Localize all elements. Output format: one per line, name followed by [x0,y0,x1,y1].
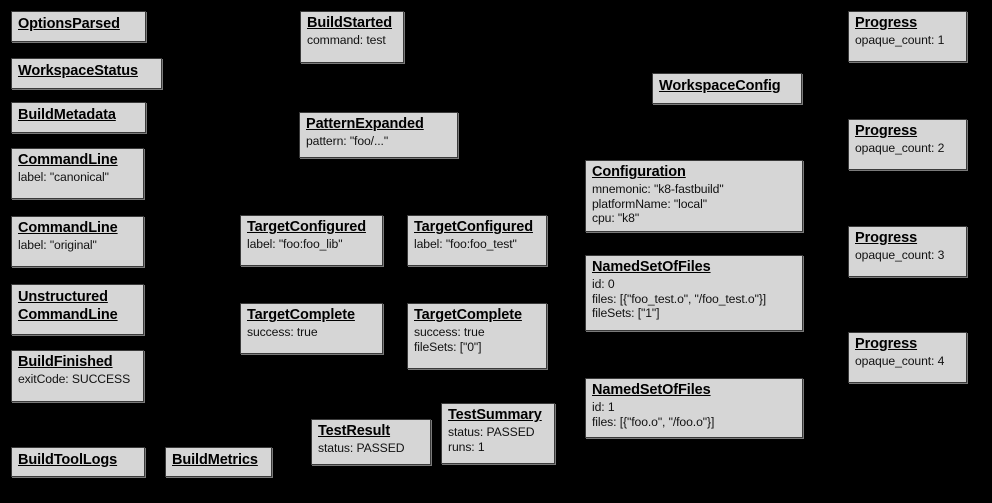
node-workspace-status[interactable]: WorkspaceStatus [11,58,162,89]
node-workspace-config[interactable]: WorkspaceConfig [652,73,802,104]
node-field: mnemonic: "k8-fastbuild" [592,182,724,196]
node-field: fileSets: ["0"] [414,339,482,354]
node-target-complete-lib[interactable]: TargetComplete success: true [240,303,383,354]
node-fields: opaque_count: 1 [855,33,960,48]
node-field: label: "foo:foo_test" [414,237,517,251]
node-title: Progress [855,123,918,139]
node-title: TargetComplete [247,307,355,323]
node-fields: label: "original" [18,238,137,253]
node-field: runs: 1 [448,439,485,454]
node-title: Configuration [592,164,686,180]
node-title: NamedSetOfFiles [592,382,711,398]
node-field: files: [{"foo.o", "/foo.o"}] [592,414,715,429]
node-title: CommandLine [18,220,118,236]
node-fields: pattern: "foo/..." [306,134,451,149]
node-fields: opaque_count: 3 [855,248,960,263]
node-fields: success: true [247,325,376,340]
node-title: TestSummary [448,407,542,423]
node-title: Progress [855,15,918,31]
node-command-line-canonical[interactable]: CommandLine label: "canonical" [11,148,144,199]
node-unstructured-command-line[interactable]: Unstructured CommandLine [11,284,144,335]
node-fields: label: "canonical" [18,170,137,185]
node-field: opaque_count: 2 [855,141,945,155]
node-fields: label: "foo:foo_lib" [247,237,376,252]
node-field: platformName: "local" [592,196,707,211]
node-title: Progress [855,336,918,352]
node-field: id: 1 [592,400,615,414]
node-title: BuildStarted [307,15,393,31]
node-field: cpu: "k8" [592,211,640,225]
node-title: NamedSetOfFiles [592,259,711,275]
node-field: opaque_count: 4 [855,354,945,368]
node-fields: label: "foo:foo_test" [414,237,540,252]
node-fields: exitCode: SUCCESS [18,372,137,387]
node-target-configured-foo-lib[interactable]: TargetConfigured label: "foo:foo_lib" [240,215,383,266]
node-field: opaque_count: 3 [855,248,945,262]
node-test-result[interactable]: TestResult status: PASSED [311,419,431,465]
node-field: exitCode: SUCCESS [18,372,131,386]
node-field: status: PASSED [318,441,405,455]
node-title: BuildToolLogs [18,452,118,468]
node-progress-1[interactable]: Progress opaque_count: 1 [848,11,967,62]
node-title: BuildMetrics [172,452,258,468]
node-fields: opaque_count: 4 [855,354,960,369]
node-title: WorkspaceStatus [18,63,138,79]
node-build-metadata[interactable]: BuildMetadata [11,102,146,133]
node-field: label: "original" [18,238,97,252]
node-title: PatternExpanded [306,116,424,132]
node-title: WorkspaceConfig [659,78,781,94]
node-title: CommandLine [18,152,118,168]
node-field: label: "canonical" [18,170,109,184]
node-field: opaque_count: 1 [855,33,945,47]
node-field: status: PASSED [448,425,535,439]
node-configuration[interactable]: Configuration mnemonic: "k8-fastbuild"pla… [585,160,803,232]
node-field: files: [{"foo_test.o", "/foo_test.o"}] [592,291,767,306]
node-title: Progress [855,230,918,246]
node-title: TestResult [318,423,391,439]
node-title: TargetComplete [414,307,522,323]
node-field: command: test [307,33,386,47]
node-pattern-expanded[interactable]: PatternExpanded pattern: "foo/..." [299,112,458,158]
node-build-finished[interactable]: BuildFinished exitCode: SUCCESS [11,350,144,402]
node-title: Unstructured CommandLine [18,289,118,323]
node-target-configured-foo-test[interactable]: TargetConfigured label: "foo:foo_test" [407,215,547,266]
node-fields: command: test [307,33,397,48]
node-options-parsed[interactable]: OptionsParsed [11,11,146,42]
node-fields: status: PASSED [318,441,424,456]
node-progress-2[interactable]: Progress opaque_count: 2 [848,119,967,170]
node-command-line-original[interactable]: CommandLine label: "original" [11,216,144,267]
node-title: OptionsParsed [18,16,120,32]
node-build-started[interactable]: BuildStarted command: test [300,11,404,63]
node-field: success: true [247,325,318,339]
node-title: TargetConfigured [414,219,533,235]
node-field: id: 0 [592,277,615,291]
node-field: label: "foo:foo_lib" [247,237,343,251]
node-progress-3[interactable]: Progress opaque_count: 3 [848,226,967,277]
node-build-metrics[interactable]: BuildMetrics [165,447,272,477]
node-fields: opaque_count: 2 [855,141,960,156]
node-build-tool-logs[interactable]: BuildToolLogs [11,447,145,477]
node-fields: mnemonic: "k8-fastbuild"platformName: "l… [592,182,796,226]
node-progress-4[interactable]: Progress opaque_count: 4 [848,332,967,383]
node-field: fileSets: ["1"] [592,306,660,320]
node-title: BuildMetadata [18,107,116,123]
node-field: success: true [414,325,485,339]
node-field: pattern: "foo/..." [306,134,389,148]
node-title: BuildFinished [18,354,113,370]
node-title: TargetConfigured [247,219,366,235]
